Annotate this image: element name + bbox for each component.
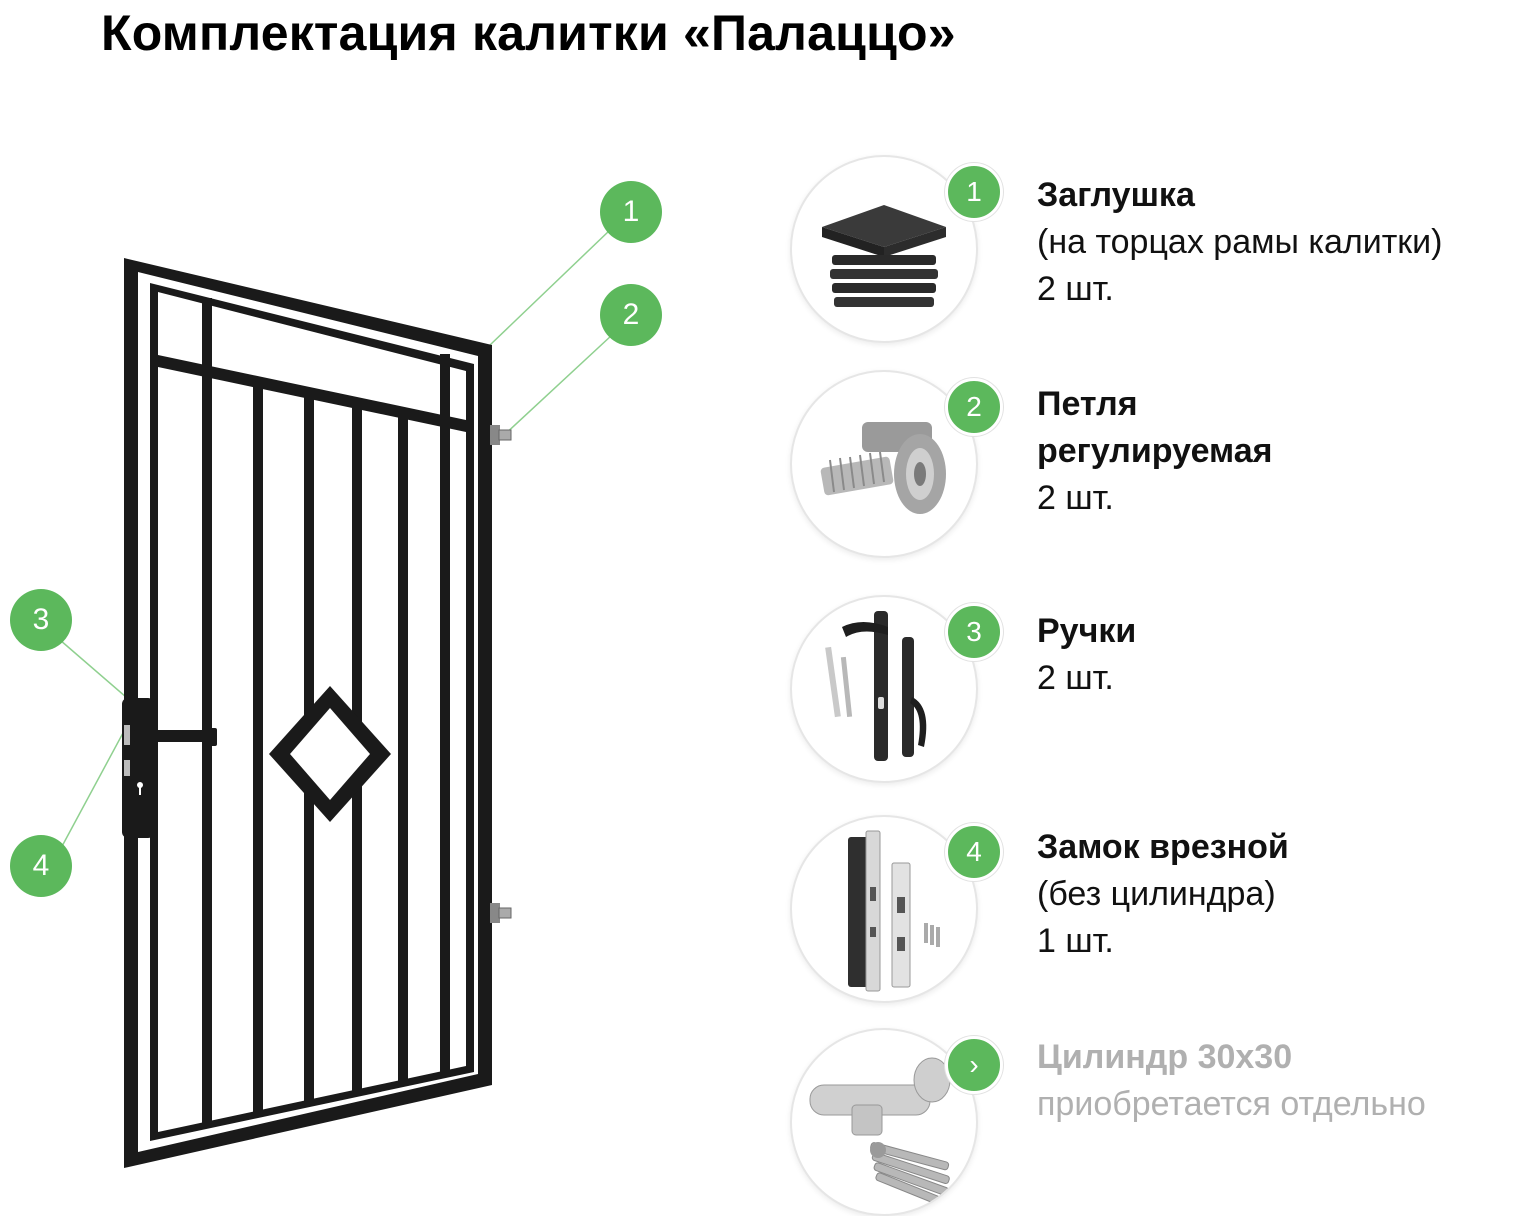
item-3-qty: 2 шт. [1037,659,1114,697]
mortise-lock-icon [790,815,978,1003]
item-1-qty: 2 шт. [1037,270,1114,308]
item-3-badge: 3 [945,603,1003,661]
hinge-bottom [490,903,512,923]
item-5-badge: › [945,1036,1003,1094]
item-5-name: Цилиндр 30х30 [1037,1038,1293,1076]
item-4-desc: (без цилиндра) [1037,875,1276,913]
callout-3: 3 [10,589,72,651]
item-1-desc: (на торцах рамы калитки) [1037,223,1443,261]
page-title: Комплектация калитки «Палаццо» [101,5,956,61]
item-1-name: Заглушка [1037,176,1195,214]
item-5-text: Цилиндр 30х30 приобретается отдельно [1037,1034,1426,1128]
item-2-text: Петля регулируемая 2 шт. [1037,381,1273,522]
callout-2: 2 [600,284,662,346]
item-1-badge: 1 [945,163,1003,221]
gate-illustration [59,229,613,1168]
callout-4: 4 [10,835,72,897]
hinge-top [490,425,512,445]
callout-1: 1 [600,181,662,243]
item-3-name: Ручки [1037,612,1137,650]
item-2-qty: 2 шт. [1037,479,1114,517]
item-5-desc: приобретается отдельно [1037,1085,1426,1123]
item-1-text: Заглушка (на торцах рамы калитки) 2 шт. [1037,172,1443,313]
item-3-text: Ручки 2 шт. [1037,608,1136,702]
item-4-qty: 1 шт. [1037,922,1114,960]
item-4-name: Замок врезной [1037,828,1289,866]
item-2-name: Петля [1037,385,1138,423]
item-2-name-line2: регулируемая [1037,432,1273,470]
item-4-badge: 4 [945,823,1003,881]
item-4-text: Замок врезной (без цилиндра) 1 шт. [1037,824,1289,965]
item-2-badge: 2 [945,378,1003,436]
